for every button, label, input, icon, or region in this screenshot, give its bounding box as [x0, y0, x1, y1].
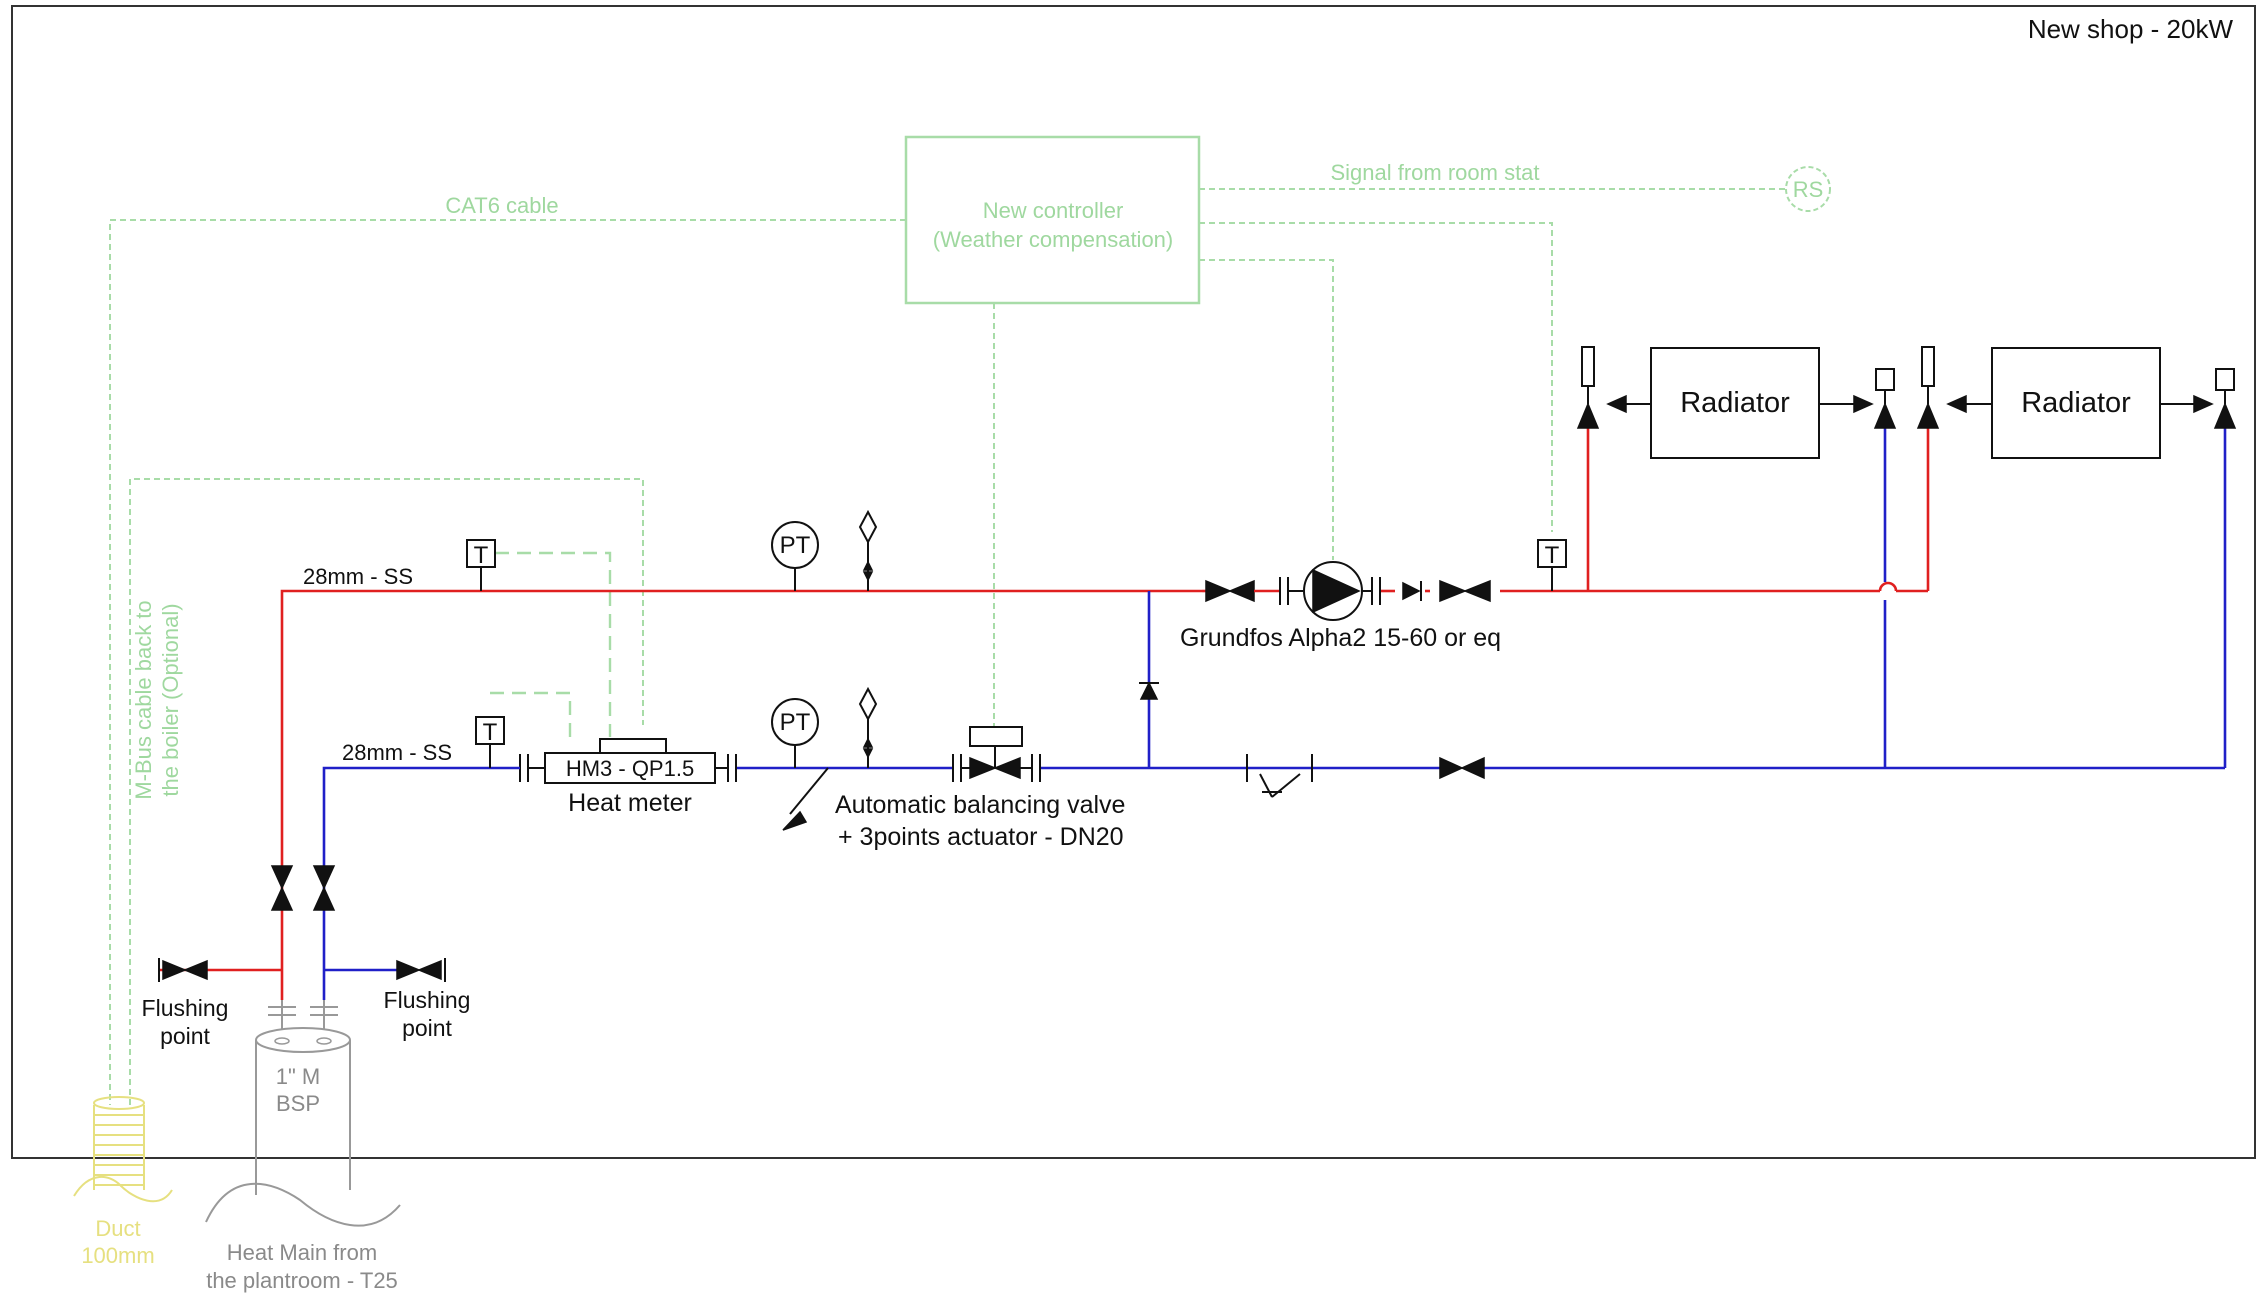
duct-label-2: 100mm [81, 1243, 154, 1268]
controller: New controller (Weather compensation) [904, 135, 1201, 305]
room-stat-text: RS [1793, 177, 1824, 202]
heat-main-label-2: the plantroom - T25 [206, 1268, 398, 1293]
heat-main-connection: 1" M BSP Heat Main from the plantroom - … [205, 1000, 401, 1293]
flushing-left-label-1: Flushing [142, 995, 229, 1021]
duct-label-1: Duct [95, 1216, 140, 1241]
temp-sensor-circuit: T [1537, 539, 1567, 591]
flushing-left-label-2: point [160, 1023, 210, 1049]
main-isolation-valve-return [312, 865, 336, 911]
temp-sensor-circuit-text: T [1545, 542, 1560, 569]
return-pipe-size: 28mm - SS [342, 740, 452, 765]
pressure-gauge-flow-text: PT [780, 532, 811, 559]
circulation-pump: Grundfos Alpha2 15-60 or eq [1180, 561, 1501, 652]
bypass-check-valve [1139, 681, 1159, 700]
controller-label-2: (Weather compensation) [933, 227, 1174, 252]
flushing-point-left: Flushing point [142, 958, 229, 1049]
signal-lines: CAT6 cable Signal from room stat RS M-Bu… [109, 160, 1831, 1105]
heat-meter-label: Heat meter [568, 789, 692, 817]
radiator-2: Radiator [1916, 346, 2237, 459]
flow-pipe-size: 28mm - SS [303, 564, 413, 589]
controller-label-1: New controller [983, 198, 1124, 223]
temp-sensor-flow-text: T [474, 542, 489, 569]
connection-label-1: 1" M [276, 1064, 320, 1089]
drawing-frame [11, 5, 2256, 1159]
heat-meter: HM3 - QP1.5 Heat meter [495, 738, 737, 817]
balancing-valve: Automatic balancing valve + 3points actu… [782, 726, 1125, 851]
strainer [1246, 754, 1313, 798]
temp-sensor-flow: T [466, 539, 496, 591]
mbus-label-2: the boiler (Optional) [158, 603, 183, 796]
flushing-point-right: Flushing point [384, 958, 471, 1041]
room-stat-symbol [1785, 166, 1831, 212]
radiator-2-label: Radiator [2021, 387, 2131, 419]
balancing-valve-label-2: + 3points actuator - DN20 [838, 823, 1124, 851]
air-vent-return [858, 686, 878, 768]
radiator-1-label: Radiator [1680, 387, 1790, 419]
flow-pipe: 28mm - SS [160, 419, 1930, 1000]
connection-label-2: BSP [276, 1091, 320, 1116]
balancing-valve-label-1: Automatic balancing valve [835, 791, 1125, 819]
flow-isolation-valve [1205, 579, 1280, 603]
flushing-right-label-1: Flushing [384, 987, 471, 1013]
pressure-gauge-flow: PT [771, 521, 819, 591]
cable-duct: Duct 100mm [73, 1096, 173, 1268]
air-vent-flow [858, 509, 878, 591]
flow-isolation-valve-2 [1439, 579, 1491, 603]
return-pipe: 28mm - SS [322, 419, 2227, 1000]
radiator-1: Radiator [1576, 346, 1897, 459]
pressure-gauge-return: PT [771, 698, 819, 768]
main-isolation-valve-flow [270, 865, 294, 911]
mbus-label-1: M-Bus cable back to [131, 600, 156, 799]
heat-meter-model: HM3 - QP1.5 [566, 756, 694, 781]
pump-label: Grundfos Alpha2 15-60 or eq [1180, 624, 1501, 652]
room-stat-label: Signal from room stat [1330, 160, 1539, 185]
cat6-label: CAT6 cable [445, 193, 558, 218]
return-isolation-valve [1439, 756, 1485, 780]
drawing-title: New shop - 20kW [2028, 14, 2234, 44]
temp-sensor-return-text: T [483, 719, 498, 746]
temp-sensor-return: T [475, 716, 505, 768]
heat-main-label-1: Heat Main from [227, 1240, 377, 1265]
flow-check-valve [1402, 581, 1422, 601]
flushing-right-label-2: point [402, 1015, 452, 1041]
pressure-gauge-return-text: PT [780, 709, 811, 736]
